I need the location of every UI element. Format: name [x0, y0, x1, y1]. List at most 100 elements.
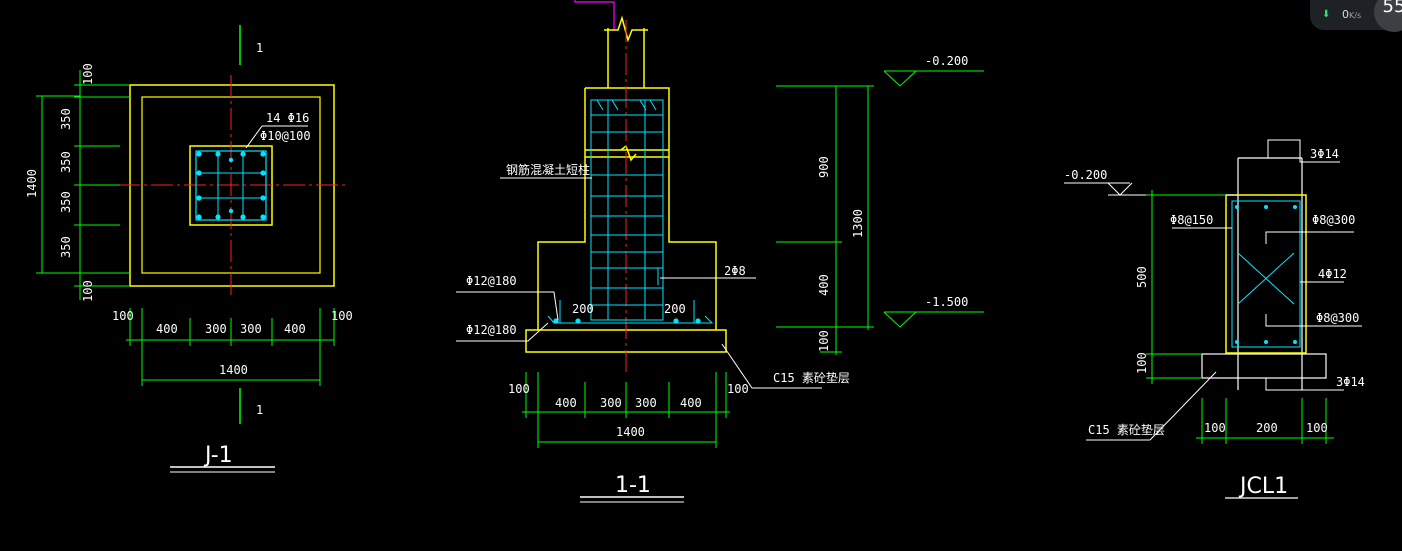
dim-horizontal-2: 400: [156, 322, 178, 336]
rebar-dot: [1293, 340, 1297, 344]
bottom-bar-label-1: Φ12@180: [466, 274, 517, 288]
rebar-dot: [260, 170, 266, 176]
rebar-dot: [1235, 340, 1239, 344]
drawing-title-11: 1-1: [615, 473, 651, 498]
rebar-dot: [196, 195, 202, 201]
rebar-dot: [240, 214, 246, 220]
beam-label-top: 3Φ14: [1310, 147, 1339, 161]
plan-j1: 1 1: [25, 25, 353, 473]
rebar-dot: [575, 318, 581, 324]
beam-leaders: [1086, 139, 1362, 441]
floating-badge[interactable]: 55: [1374, 0, 1402, 32]
rebar-dot: [260, 151, 266, 157]
rebar-dot: [196, 151, 202, 157]
beam-elevation-marker: [1064, 182, 1238, 196]
bottom-bar-leader-2: [456, 322, 549, 342]
drawing-title-j1: J-1: [203, 443, 233, 468]
dim-vertical-1: 100: [81, 63, 95, 85]
section-vertical-dimension: [776, 70, 984, 355]
dim-horizontal-5: 400: [284, 322, 306, 336]
rebar-label-main: 14 Φ16: [266, 111, 309, 125]
down-arrow-icon: ⬇: [1322, 9, 1331, 20]
dim-vertical-2: 350: [59, 108, 73, 130]
beam-dim-vertical-2: 100: [1135, 352, 1149, 374]
section-rebar-cage: [547, 99, 714, 324]
dim-vertical-3: 350: [59, 151, 73, 173]
elevation-top: -0.200: [925, 54, 968, 68]
dim-vertical-1: 900: [817, 156, 831, 178]
column-rebar-dots: [196, 151, 266, 220]
beam-label-stirrup-right-2: Φ8@300: [1316, 311, 1359, 325]
column-stirrup-outer: [195, 150, 267, 221]
bottom-bar-leader-1: [456, 291, 559, 321]
beam-dim-vertical-1: 500: [1135, 266, 1149, 288]
rebar-dot: [695, 318, 701, 324]
beam-elevation: -0.200: [1064, 168, 1107, 182]
dim-horizontal-1: 100: [508, 382, 530, 396]
rebar-dot: [1235, 205, 1239, 209]
rebar-dot: [215, 151, 221, 157]
rebar-dot: [260, 195, 266, 201]
beam-outline: [1201, 157, 1327, 390]
beam-dim-horizontal-2: 200: [1256, 421, 1278, 435]
dim-horizontal-1: 100: [112, 309, 134, 323]
beam-dim-horizontal-3: 100: [1306, 421, 1328, 435]
network-speed-widget[interactable]: ⬇ 0K/s 55: [1310, 0, 1402, 32]
section-11: 钢筋混凝土短柱 Φ12@180 Φ12@180 2Φ8 200 200 C15 …: [456, 0, 984, 503]
rebar-dot: [196, 214, 202, 220]
dim-horizontal-3: 300: [600, 396, 622, 410]
dim-vertical-4: 350: [59, 191, 73, 213]
dim-horizontal-total: 1400: [616, 425, 645, 439]
dim-vertical-6: 100: [81, 280, 95, 302]
beam-rebar-cage: [1231, 200, 1301, 348]
rebar-label-leader: [245, 125, 263, 149]
rebar-dot: [215, 214, 221, 220]
dim-horizontal-6: 100: [331, 309, 353, 323]
rebar-dot: [1264, 340, 1268, 344]
hook-length-left: 200: [572, 302, 594, 316]
rebar-dot: [240, 151, 246, 157]
rebar-dot: [196, 170, 202, 176]
dim-vertical-3: 100: [817, 330, 831, 352]
network-speed-value: 0: [1342, 8, 1349, 21]
side-bar-label: 2Φ8: [724, 264, 746, 278]
rebar-dot: [260, 214, 266, 220]
section-mark-bottom-label: 1: [256, 403, 263, 417]
dim-horizontal-4: 300: [240, 322, 262, 336]
dim-horizontal-total: 1400: [219, 363, 248, 377]
rebar-dot: [1264, 205, 1268, 209]
beam-label-stirrup-right: Φ8@300: [1312, 213, 1355, 227]
column-label: 钢筋混凝土短柱: [506, 162, 590, 177]
dim-horizontal-6: 100: [727, 382, 749, 396]
drawing-title-jcl1: JCL1: [1238, 474, 1288, 499]
cushion-leader: [721, 343, 822, 389]
beam-label-bottom: 3Φ14: [1336, 375, 1365, 389]
cushion-label: C15 素砼垫层: [773, 370, 850, 385]
dim-vertical-2: 400: [817, 274, 831, 296]
hook-length-right: 200: [664, 302, 686, 316]
beam-jcl1: 3Φ14 Φ8@150 Φ8@300 4Φ12 Φ8@300 3Φ14 C15 …: [1064, 139, 1365, 499]
horizontal-dimension-chain: [126, 308, 335, 386]
dim-horizontal-4: 300: [635, 396, 657, 410]
rebar-dot: [228, 208, 234, 214]
dim-horizontal-3: 300: [205, 322, 227, 336]
bottom-bar-label-2: Φ12@180: [466, 323, 517, 337]
rebar-dot: [553, 318, 559, 324]
section-mark-top-label: 1: [256, 41, 263, 55]
rebar-dot: [1293, 205, 1297, 209]
dim-vertical-total: 1400: [25, 169, 39, 198]
dim-vertical-5: 350: [59, 236, 73, 258]
rebar-label-stirrup: Φ10@100: [260, 129, 311, 143]
beam-label-side: 4Φ12: [1318, 267, 1347, 281]
vertical-dimension-chain: [36, 70, 130, 300]
dim-horizontal-2: 400: [555, 396, 577, 410]
section-horizontal-dimension: [522, 372, 730, 448]
network-speed-readout: 0K/s: [1342, 8, 1361, 21]
dim-horizontal-5: 400: [680, 396, 702, 410]
rebar-dot: [673, 318, 679, 324]
beam-web-outline: [1225, 194, 1307, 354]
pipe-line: [574, 0, 615, 30]
network-speed-unit: K/s: [1349, 11, 1362, 20]
beam-horizontal-dimension: [1196, 398, 1334, 444]
